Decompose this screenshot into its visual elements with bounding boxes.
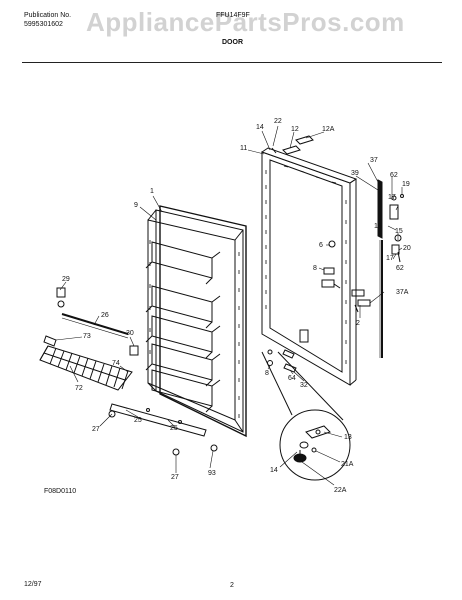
model-number: FFU14F9F bbox=[216, 12, 250, 19]
callout-62-lower: 62 bbox=[396, 265, 404, 272]
callout-39: 39 bbox=[351, 170, 359, 177]
door-shelves bbox=[145, 241, 221, 413]
footer-page: 2 bbox=[230, 582, 234, 589]
shelf-bar bbox=[56, 287, 139, 356]
callout-72: 72 bbox=[75, 385, 83, 392]
callout-20: 20 bbox=[403, 245, 411, 252]
callout-8: 8 bbox=[313, 265, 317, 272]
callout-25-left: 25 bbox=[134, 417, 142, 424]
watermark: AppliancePartsPros.com bbox=[86, 7, 405, 37]
callout-15: 15 bbox=[395, 228, 403, 235]
callout-37: 37 bbox=[370, 157, 378, 164]
callout-6: 6 bbox=[319, 242, 323, 249]
callout-62-top: 62 bbox=[390, 172, 398, 179]
callout-21a: 21A bbox=[341, 461, 354, 468]
callout-14-top: 14 bbox=[256, 124, 264, 131]
door-gasket bbox=[159, 205, 247, 438]
header-rule bbox=[22, 62, 442, 63]
callout-17: 17 bbox=[388, 194, 396, 201]
callout-8-lower: 8 bbox=[265, 370, 269, 377]
callout-11: 11 bbox=[240, 145, 248, 152]
wire-basket bbox=[39, 335, 133, 391]
callout-29: 29 bbox=[62, 276, 70, 283]
outer-door-panel bbox=[260, 147, 358, 386]
callout-37a: 37A bbox=[396, 289, 409, 296]
diagram-code: F08D0110 bbox=[44, 488, 77, 495]
callout-12a: 12A bbox=[322, 126, 335, 133]
footer-date: 12/97 bbox=[24, 581, 42, 588]
callout-93: 93 bbox=[208, 470, 216, 477]
callout-2: 2 bbox=[356, 320, 360, 327]
callout-30: 30 bbox=[126, 330, 134, 337]
callout-22: 22 bbox=[274, 118, 282, 125]
callout-64: 64 bbox=[288, 375, 296, 382]
gasket-strip bbox=[377, 179, 383, 358]
callout-22a: 22A bbox=[334, 487, 347, 494]
callout-13-detail: 13 bbox=[344, 434, 352, 441]
callout-32: 32 bbox=[300, 382, 308, 389]
publication-label: Publication No. bbox=[24, 12, 72, 19]
inner-door-liner bbox=[147, 209, 244, 433]
callout-26: 26 bbox=[101, 312, 109, 319]
callout-14-detail: 14 bbox=[270, 467, 278, 474]
callout-1: 1 bbox=[150, 188, 154, 195]
callout-17-lower: 17 bbox=[386, 255, 394, 262]
section-title: DOOR bbox=[222, 39, 243, 46]
bottom-hinge-parts bbox=[267, 349, 297, 373]
callout-27-left: 27 bbox=[92, 426, 100, 433]
callout-25-mid: 25 bbox=[170, 425, 178, 432]
publication-number: 5995301602 bbox=[24, 21, 63, 28]
handle-hardware bbox=[321, 240, 371, 313]
callout-12: 12 bbox=[291, 126, 299, 133]
hinge-detail-magnifier bbox=[261, 351, 351, 481]
callout-9: 9 bbox=[134, 202, 138, 209]
leader-lines bbox=[55, 125, 403, 486]
callout-73: 73 bbox=[83, 333, 91, 340]
callout-74: 74 bbox=[112, 360, 120, 367]
callout-19: 19 bbox=[402, 181, 410, 188]
callout-18: 18 bbox=[374, 223, 382, 230]
top-hinge-parts bbox=[271, 135, 314, 155]
callout-27-bottom: 27 bbox=[171, 474, 179, 481]
